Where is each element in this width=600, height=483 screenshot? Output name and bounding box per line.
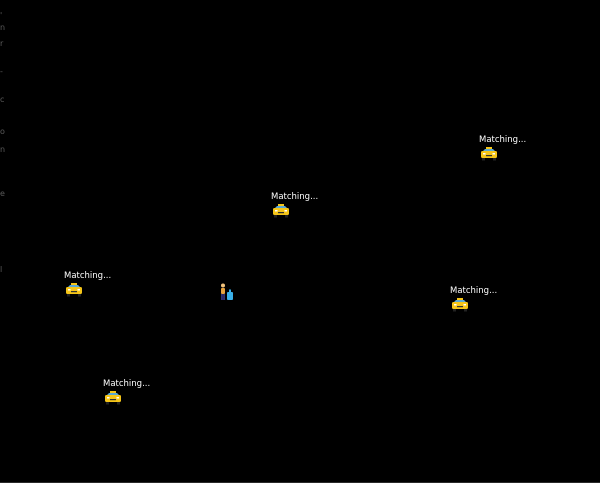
taxi-status-label: Matching... <box>103 379 151 389</box>
taxi-marker[interactable]: Matching... <box>450 286 530 326</box>
passenger-with-luggage-icon[interactable] <box>218 283 234 301</box>
edge-glyph: o <box>0 127 5 136</box>
edge-glyph: l <box>0 265 3 274</box>
taxi-icon <box>273 204 289 218</box>
edge-glyph: n <box>0 23 6 32</box>
taxi-icon <box>452 298 468 312</box>
edge-glyph: r <box>0 39 4 48</box>
edge-glyph: e <box>0 189 5 198</box>
taxi-status-label: Matching... <box>64 271 112 281</box>
taxi-status-label: Matching... <box>271 192 319 202</box>
taxi-marker[interactable]: Matching... <box>103 379 183 419</box>
taxi-status-label: Matching... <box>450 286 498 296</box>
edge-glyph: - <box>0 67 3 76</box>
taxi-marker[interactable]: Matching... <box>479 135 559 175</box>
taxi-icon <box>481 147 497 161</box>
taxi-icon <box>105 391 121 405</box>
taxi-status-label: Matching... <box>479 135 527 145</box>
taxi-marker[interactable]: Matching... <box>64 271 144 311</box>
left-edge-artifacts: ' n r - c o n e l <box>0 0 6 483</box>
edge-glyph: ' <box>0 11 3 20</box>
taxi-icon <box>66 283 82 297</box>
taxi-marker[interactable]: Matching... <box>271 192 351 232</box>
edge-glyph: n <box>0 145 6 154</box>
edge-glyph: c <box>0 95 5 104</box>
